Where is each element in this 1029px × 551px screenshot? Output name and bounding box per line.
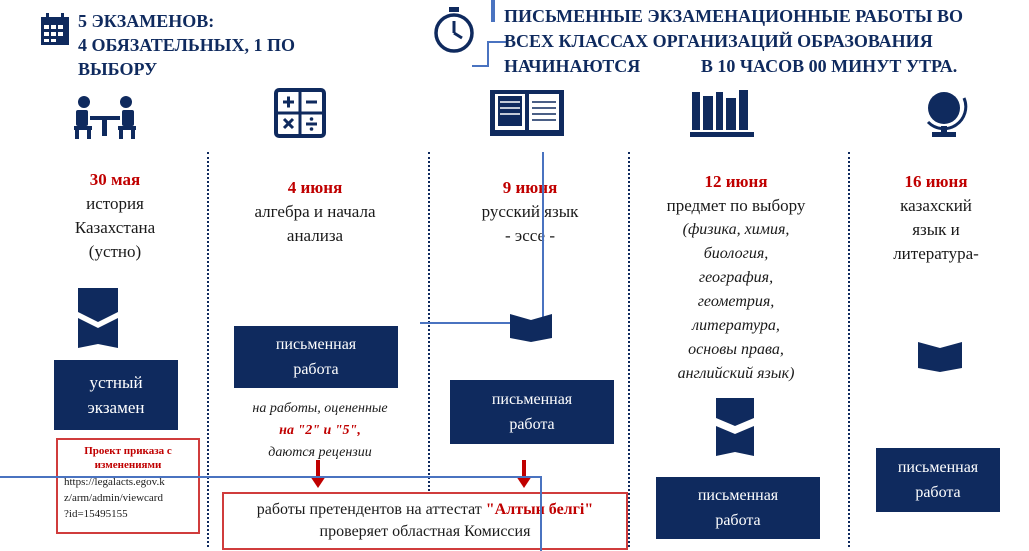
subject-line: алгебра и начала	[254, 202, 376, 221]
subject-label: алгебра и начала анализа	[220, 200, 410, 248]
book-chevron-icon	[918, 342, 962, 372]
written-work-box: письменная работа	[656, 477, 820, 539]
order-link[interactable]: https://legalacts.egov.k z/arm/admin/vie…	[64, 474, 194, 522]
exams-line-3: ВЫБОРУ	[78, 59, 158, 79]
elective-item: основы права,	[688, 341, 784, 358]
box-line: письменная	[491, 391, 573, 408]
exams-line-1: 5 ЭКЗАМЕНОВ:	[78, 11, 215, 31]
box-line: работа	[715, 512, 761, 529]
date-label: 16 июня	[904, 172, 968, 191]
meeting-people-icon	[72, 94, 138, 140]
date-label: 9 июня	[502, 178, 558, 197]
chevron-down-icon	[716, 398, 754, 456]
written-work-box: письменная работа	[876, 448, 1000, 512]
divider-2	[428, 152, 430, 547]
start-time-heading: ПИСЬМЕННЫЕ ЭКЗАМЕНАЦИОННЫЕ РАБОТЫ ВО ВСЕ…	[504, 6, 1024, 77]
subject-label: предмет по выбору	[666, 196, 806, 215]
column-3: 9 июня русский язык - эссе -	[440, 178, 620, 248]
column-2: 4 июня алгебра и начала анализа	[220, 178, 410, 248]
header-line-accent	[491, 0, 495, 22]
order-url-line: ?id=15495155	[64, 508, 128, 520]
subject-label: казахский язык и литература-	[856, 194, 1016, 266]
box-line: устный	[89, 373, 143, 392]
divider-4	[848, 152, 850, 547]
box-line: письменная	[275, 336, 357, 353]
subject-line: (устно)	[88, 242, 142, 261]
subject-line: Казахстана	[74, 218, 156, 237]
altyn-text: проверяет областная Комиссия	[319, 523, 531, 540]
date-label: 4 июня	[287, 178, 343, 197]
review-note-line: на работы, оцененные	[252, 401, 388, 416]
subject-line: история	[86, 194, 144, 213]
connector-horizontal-line	[0, 476, 540, 478]
subject-line: казахский	[900, 196, 972, 215]
arrow-down-icon	[310, 460, 326, 488]
written-work-box: письменная работа	[234, 326, 398, 388]
column-1: 30 мая история Казахстана (устно)	[40, 170, 190, 264]
exams-count-heading: 5 ЭКЗАМЕНОВ: 4 ОБЯЗАТЕЛЬНЫХ, 1 ПО ВЫБОРУ	[78, 11, 358, 80]
box-line: работа	[915, 484, 961, 501]
subject-line: анализа	[286, 226, 344, 245]
start-line-3b: В 10 ЧАСОВ 00 МИНУТ УТРА.	[700, 56, 958, 76]
date-label: 30 мая	[89, 170, 141, 189]
column-5: 16 июня казахский язык и литература-	[856, 172, 1016, 266]
divider-1	[207, 152, 209, 547]
arrow-down-icon	[516, 460, 532, 488]
box-line: письменная	[897, 459, 979, 476]
altyn-belgi-box: работы претендентов на аттестат "Алтын б…	[222, 492, 628, 550]
connector-vertical-line	[540, 476, 542, 551]
connector-vertical-line	[542, 152, 544, 324]
column-4: 12 июня предмет по выбору (физика, химия…	[636, 172, 836, 386]
open-book-icon	[488, 86, 566, 140]
header-connector-line	[472, 41, 506, 67]
order-draft-box: Проект приказа с изменениями https://leg…	[56, 438, 200, 534]
written-work-box: письменная работа	[450, 380, 614, 444]
elective-item: биология,	[703, 245, 769, 262]
subject-line: язык и	[912, 220, 960, 239]
start-line-2: ВСЕХ КЛАССАХ ОРГАНИЗАЦИЙ ОБРАЗОВАНИЯ	[504, 31, 933, 51]
subject-line: - эссе -	[505, 226, 555, 245]
review-note-highlight: на "2" и "5",	[279, 423, 361, 438]
order-title: Проект приказа с изменениями	[84, 445, 172, 471]
stopwatch-icon	[432, 6, 476, 54]
subject-line: литература-	[893, 244, 979, 263]
elective-item: география,	[698, 269, 774, 286]
start-line-3a: НАЧИНАЮТСЯ	[504, 56, 641, 76]
divider-3	[628, 152, 630, 547]
elective-item: английский язык)	[677, 365, 795, 382]
globe-icon	[920, 84, 970, 140]
oral-exam-box: устный экзамен	[54, 360, 178, 430]
books-shelf-icon	[690, 86, 754, 138]
start-line-1: ПИСЬМЕННЫЕ ЭКЗАМЕНАЦИОННЫЕ РАБОТЫ ВО	[504, 6, 963, 26]
order-url-line: https://legalacts.egov.k	[64, 476, 165, 488]
subject-label: история Казахстана (устно)	[40, 192, 190, 264]
box-line: письменная	[697, 487, 779, 504]
connector-horizontal-line	[420, 322, 520, 324]
subject-label: русский язык - эссе -	[440, 200, 620, 248]
box-line: экзамен	[87, 398, 145, 417]
review-note-line: даются рецензии	[268, 445, 372, 460]
chevron-down-icon	[78, 288, 118, 348]
date-label: 12 июня	[704, 172, 768, 191]
box-line: работа	[509, 416, 555, 433]
elective-item: геометрия,	[697, 293, 775, 310]
exams-line-2: 4 ОБЯЗАТЕЛЬНЫХ, 1 ПО	[78, 35, 295, 55]
book-chevron-icon	[510, 314, 552, 342]
review-note: на работы, оцененные на "2" и "5", даютс…	[220, 398, 420, 464]
calendar-icon	[40, 12, 70, 46]
calculator-icon	[274, 88, 326, 138]
subject-line: русский язык	[481, 202, 579, 221]
electives-list: (физика, химия, биология, география, гео…	[636, 218, 836, 386]
elective-item: литература,	[692, 317, 780, 334]
elective-item: (физика, химия,	[682, 221, 790, 238]
order-url-line: z/arm/admin/viewcard	[64, 492, 163, 504]
box-line: работа	[293, 361, 339, 378]
altyn-highlight: "Алтын белгі"	[485, 501, 594, 518]
altyn-text: работы претендентов на аттестат	[256, 501, 486, 518]
